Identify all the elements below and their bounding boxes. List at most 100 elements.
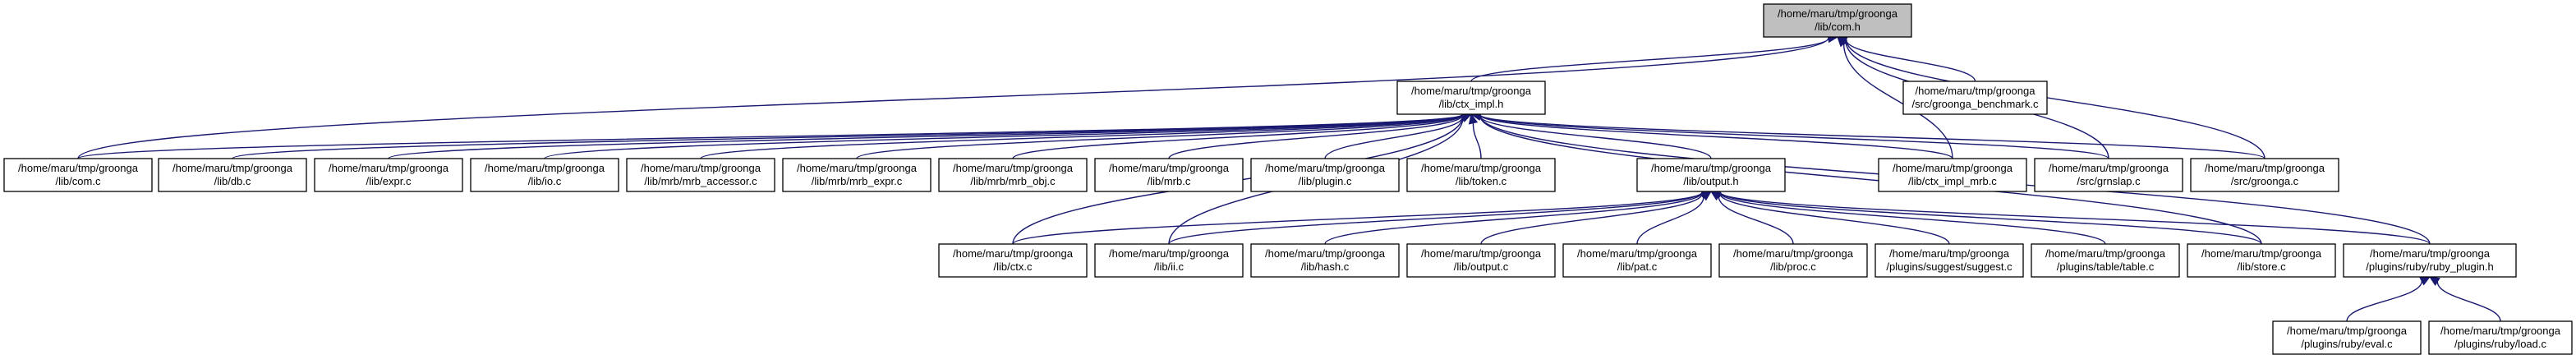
node-file-name: /lib/com.h	[1815, 21, 1861, 33]
node-box	[1636, 158, 1786, 192]
node-path-prefix: /home/maru/tmp/groonga	[953, 162, 1074, 174]
node-path-prefix: /home/maru/tmp/groonga	[2205, 162, 2325, 174]
node-db-c[interactable]: /home/maru/tmp/groonga/lib/db.c	[158, 158, 307, 192]
node-box	[1094, 243, 1244, 278]
node-mrb-expr-c[interactable]: /home/maru/tmp/groonga/lib/mrb/mrb_expr.…	[782, 158, 932, 192]
node-file-name: /lib/ctx_impl.h	[1439, 98, 1504, 110]
node-com-c[interactable]: /home/maru/tmp/groonga/lib/com.c	[3, 158, 153, 192]
node-plugin-c[interactable]: /home/maru/tmp/groonga/lib/plugin.c	[1250, 158, 1400, 192]
node-path-prefix: /home/maru/tmp/groonga	[1893, 162, 2013, 174]
node-file-name: /lib/expr.c	[366, 175, 412, 187]
node-box	[626, 158, 775, 192]
edge-com_c-to-com_h	[77, 33, 1839, 159]
node-path-prefix: /home/maru/tmp/groonga	[1421, 162, 1542, 174]
node-path-prefix: /home/maru/tmp/groonga	[2440, 325, 2561, 337]
node-box	[938, 158, 1088, 192]
node-hash-c[interactable]: /home/maru/tmp/groonga/lib/hash.c	[1250, 243, 1400, 278]
node-box	[1878, 158, 2027, 192]
node-path-prefix: /home/maru/tmp/groonga	[1733, 247, 1854, 260]
node-proc-c[interactable]: /home/maru/tmp/groonga/lib/proc.c	[1718, 243, 1868, 278]
node-file-name: /lib/mrb/mrb_expr.c	[812, 175, 903, 187]
node-box	[2034, 158, 2183, 192]
edge-eval_c-to-ruby_plugin_h	[2346, 276, 2431, 322]
node-benchmark-c[interactable]: /home/maru/tmp/groonga/src/groonga_bench…	[1902, 81, 2048, 115]
node-path-prefix: /home/maru/tmp/groonga	[2045, 247, 2166, 260]
edge-benchmark_c-to-com_h	[1836, 35, 1976, 82]
node-box	[1763, 3, 1912, 38]
node-token-c[interactable]: /home/maru/tmp/groonga/lib/token.c	[1406, 158, 1556, 192]
node-path-prefix: /home/maru/tmp/groonga	[953, 247, 1074, 260]
node-file-name: /lib/hash.c	[1301, 260, 1350, 273]
node-box	[1406, 243, 1556, 278]
node-pat-c[interactable]: /home/maru/tmp/groonga/lib/pat.c	[1562, 243, 1712, 278]
node-box	[782, 158, 932, 192]
node-path-prefix: /home/maru/tmp/groonga	[1577, 247, 1698, 260]
node-path-prefix: /home/maru/tmp/groonga	[329, 162, 449, 174]
node-path-prefix: /home/maru/tmp/groonga	[1916, 85, 2036, 97]
node-file-name: /lib/store.c	[2237, 260, 2286, 273]
node-file-name: /src/groonga_benchmark.c	[1912, 98, 2039, 110]
node-grnslap-c[interactable]: /home/maru/tmp/groonga/src/grnslap.c	[2034, 158, 2183, 192]
node-store-c[interactable]: /home/maru/tmp/groonga/lib/store.c	[2187, 243, 2336, 278]
node-path-prefix: /home/maru/tmp/groonga	[1411, 85, 1532, 97]
node-ii-c[interactable]: /home/maru/tmp/groonga/lib/ii.c	[1094, 243, 1244, 278]
node-file-name: /lib/proc.c	[1770, 260, 1816, 273]
node-suggest-c[interactable]: /home/maru/tmp/groonga/plugins/suggest/s…	[1874, 243, 2024, 278]
node-file-name: /lib/ctx.c	[994, 260, 1033, 273]
node-box	[1094, 158, 1244, 192]
edge-token_c-to-ctx_impl_h	[1468, 113, 1482, 159]
node-path-prefix: /home/maru/tmp/groonga	[1889, 247, 2010, 260]
edge-proc_c-to-output_h	[1709, 191, 1794, 245]
node-ctx-impl-mrb-c[interactable]: /home/maru/tmp/groonga/lib/ctx_impl_mrb.…	[1878, 158, 2027, 192]
edge-ctx_impl_h-to-com_h	[1470, 33, 1839, 82]
node-file-name: /plugins/ruby/load.c	[2454, 338, 2547, 350]
node-box	[470, 158, 619, 192]
node-file-name: /lib/output.h	[1683, 175, 1738, 187]
node-ctx-impl-h[interactable]: /home/maru/tmp/groonga/lib/ctx_impl.h	[1396, 81, 1546, 115]
node-box	[3, 158, 153, 192]
edge-ctx_impl_mrb_c-to-ctx_impl_h	[1470, 110, 1953, 159]
node-path-prefix: /home/maru/tmp/groonga	[1421, 247, 1542, 260]
node-file-name: /plugins/ruby/ruby_plugin.h	[2366, 260, 2493, 273]
node-box	[1250, 158, 1400, 192]
node-groonga-c[interactable]: /home/maru/tmp/groonga/src/groonga.c	[2190, 158, 2339, 192]
node-file-name: /src/grnslap.c	[2077, 175, 2141, 187]
node-mrb-obj-c[interactable]: /home/maru/tmp/groonga/lib/mrb/mrb_obj.c	[938, 158, 1088, 192]
node-output-h[interactable]: /home/maru/tmp/groonga/lib/output.h	[1636, 158, 1786, 192]
node-box	[1396, 81, 1546, 115]
node-load-c[interactable]: /home/maru/tmp/groonga/plugins/ruby/load…	[2428, 320, 2573, 355]
edge-load_c-to-ruby_plugin_h	[2428, 276, 2501, 322]
node-box	[2187, 243, 2336, 278]
node-file-name: /lib/mrb.c	[1148, 175, 1191, 187]
node-box	[1874, 243, 2024, 278]
node-box	[2428, 320, 2573, 355]
node-path-prefix: /home/maru/tmp/groonga	[18, 162, 139, 174]
node-table-c[interactable]: /home/maru/tmp/groonga/plugins/table/tab…	[2031, 243, 2180, 278]
node-box	[314, 158, 463, 192]
node-ruby-plugin-h[interactable]: /home/maru/tmp/groonga/plugins/ruby/ruby…	[2343, 243, 2517, 278]
node-path-prefix: /home/maru/tmp/groonga	[641, 162, 761, 174]
node-io-c[interactable]: /home/maru/tmp/groonga/lib/io.c	[470, 158, 619, 192]
node-path-prefix: /home/maru/tmp/groonga	[2370, 247, 2491, 260]
edge-pat_c-to-output_h	[1636, 191, 1712, 245]
node-box	[2031, 243, 2180, 278]
node-path-prefix: /home/maru/tmp/groonga	[2049, 162, 2169, 174]
node-path-prefix: /home/maru/tmp/groonga	[1265, 162, 1386, 174]
edge-output_c-to-output_h	[1480, 188, 1713, 245]
node-eval-c[interactable]: /home/maru/tmp/groonga/plugins/ruby/eval…	[2272, 320, 2422, 355]
node-com-h[interactable]: /home/maru/tmp/groonga/lib/com.h	[1763, 3, 1912, 38]
node-mrb-c[interactable]: /home/maru/tmp/groonga/lib/mrb.c	[1094, 158, 1244, 192]
node-file-name: /lib/io.c	[528, 175, 562, 187]
node-path-prefix: /home/maru/tmp/groonga	[1109, 247, 1230, 260]
node-mrb-accessor-c[interactable]: /home/maru/tmp/groonga/lib/mrb/mrb_acces…	[626, 158, 775, 192]
node-ctx-c[interactable]: /home/maru/tmp/groonga/lib/ctx.c	[938, 243, 1088, 278]
node-expr-c[interactable]: /home/maru/tmp/groonga/lib/expr.c	[314, 158, 463, 192]
node-box	[2343, 243, 2517, 278]
node-box	[1562, 243, 1712, 278]
node-file-name: /lib/output.c	[1454, 260, 1509, 273]
nodes: /home/maru/tmp/groonga/lib/com.h/home/ma…	[3, 3, 2573, 355]
node-file-name: /lib/plugin.c	[1298, 175, 1352, 187]
node-output-c[interactable]: /home/maru/tmp/groonga/lib/output.c	[1406, 243, 1556, 278]
edge-ctx_impl_mrb_c-to-com_h	[1837, 36, 1953, 159]
